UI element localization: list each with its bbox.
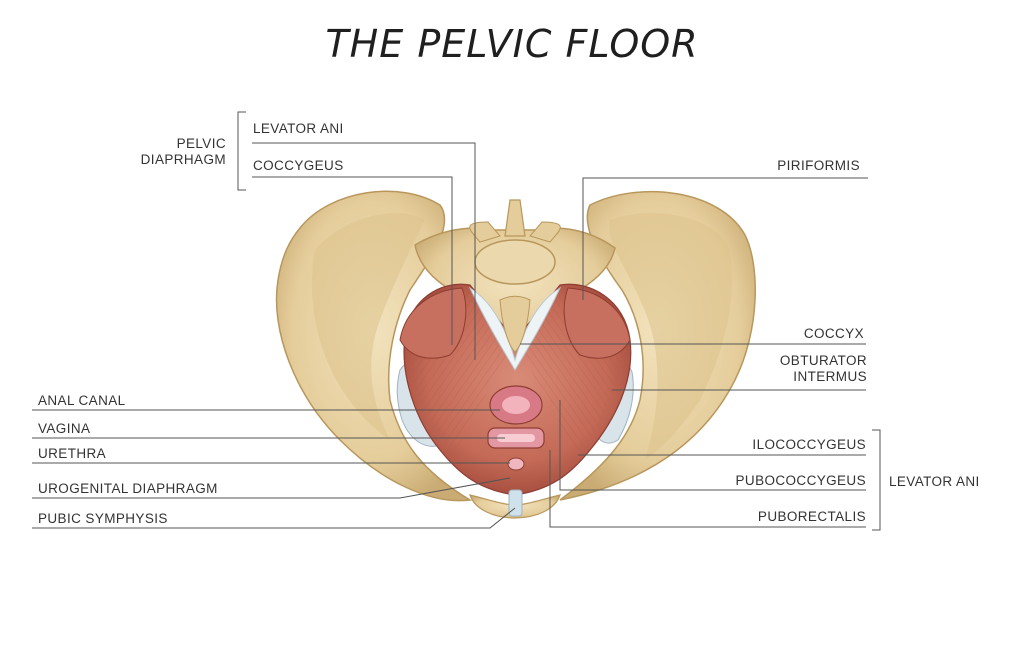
label-pubic-symphysis: PUBIC SYMPHYSIS [38,511,168,526]
spinous-process [504,199,526,237]
group-label-pelvic-diaphragm: PELVIC DIAPRHAGM [130,136,226,168]
label-coccyx: COCCYX [803,326,864,341]
label-anal-canal: ANAL CANAL [38,393,126,408]
group-label-line: DIAPRHAGM [140,152,226,167]
urethra [507,457,525,471]
label-obturator-intermus: OBTURATOR INTERMUS [700,353,867,385]
label-piriformis: PIRIFORMIS [777,158,860,173]
label-pubococcygeus: PUBOCOCCYGEUS [735,473,866,488]
label-line: INTERMUS [793,369,867,384]
label-levator-ani: LEVATOR ANI [253,121,344,136]
coccyx-tendon [468,286,562,371]
coccyx-bone [499,295,531,353]
right-coccygeus [563,287,631,359]
page-title: THE PELVIC FLOOR [325,22,699,66]
group-label-levator-ani: LEVATOR ANI [889,474,980,489]
label-vagina: VAGINA [38,421,91,436]
label-urogenital-diaphragm: UROGENITAL DIAPHRAGM [38,481,218,496]
vertebral-body [474,239,556,285]
label-coccygeus: COCCYGEUS [253,158,344,173]
leader-lines [32,111,881,531]
label-ilococcygeus: ILOCOCCYGEUS [752,437,866,452]
label-puborectalis: PUBORECTALIS [757,509,866,524]
label-urethra: URETHRA [38,446,107,461]
label-line: OBTURATOR [779,353,867,368]
left-coccygeus [399,287,467,359]
group-label-line: PELVIC [176,136,226,151]
